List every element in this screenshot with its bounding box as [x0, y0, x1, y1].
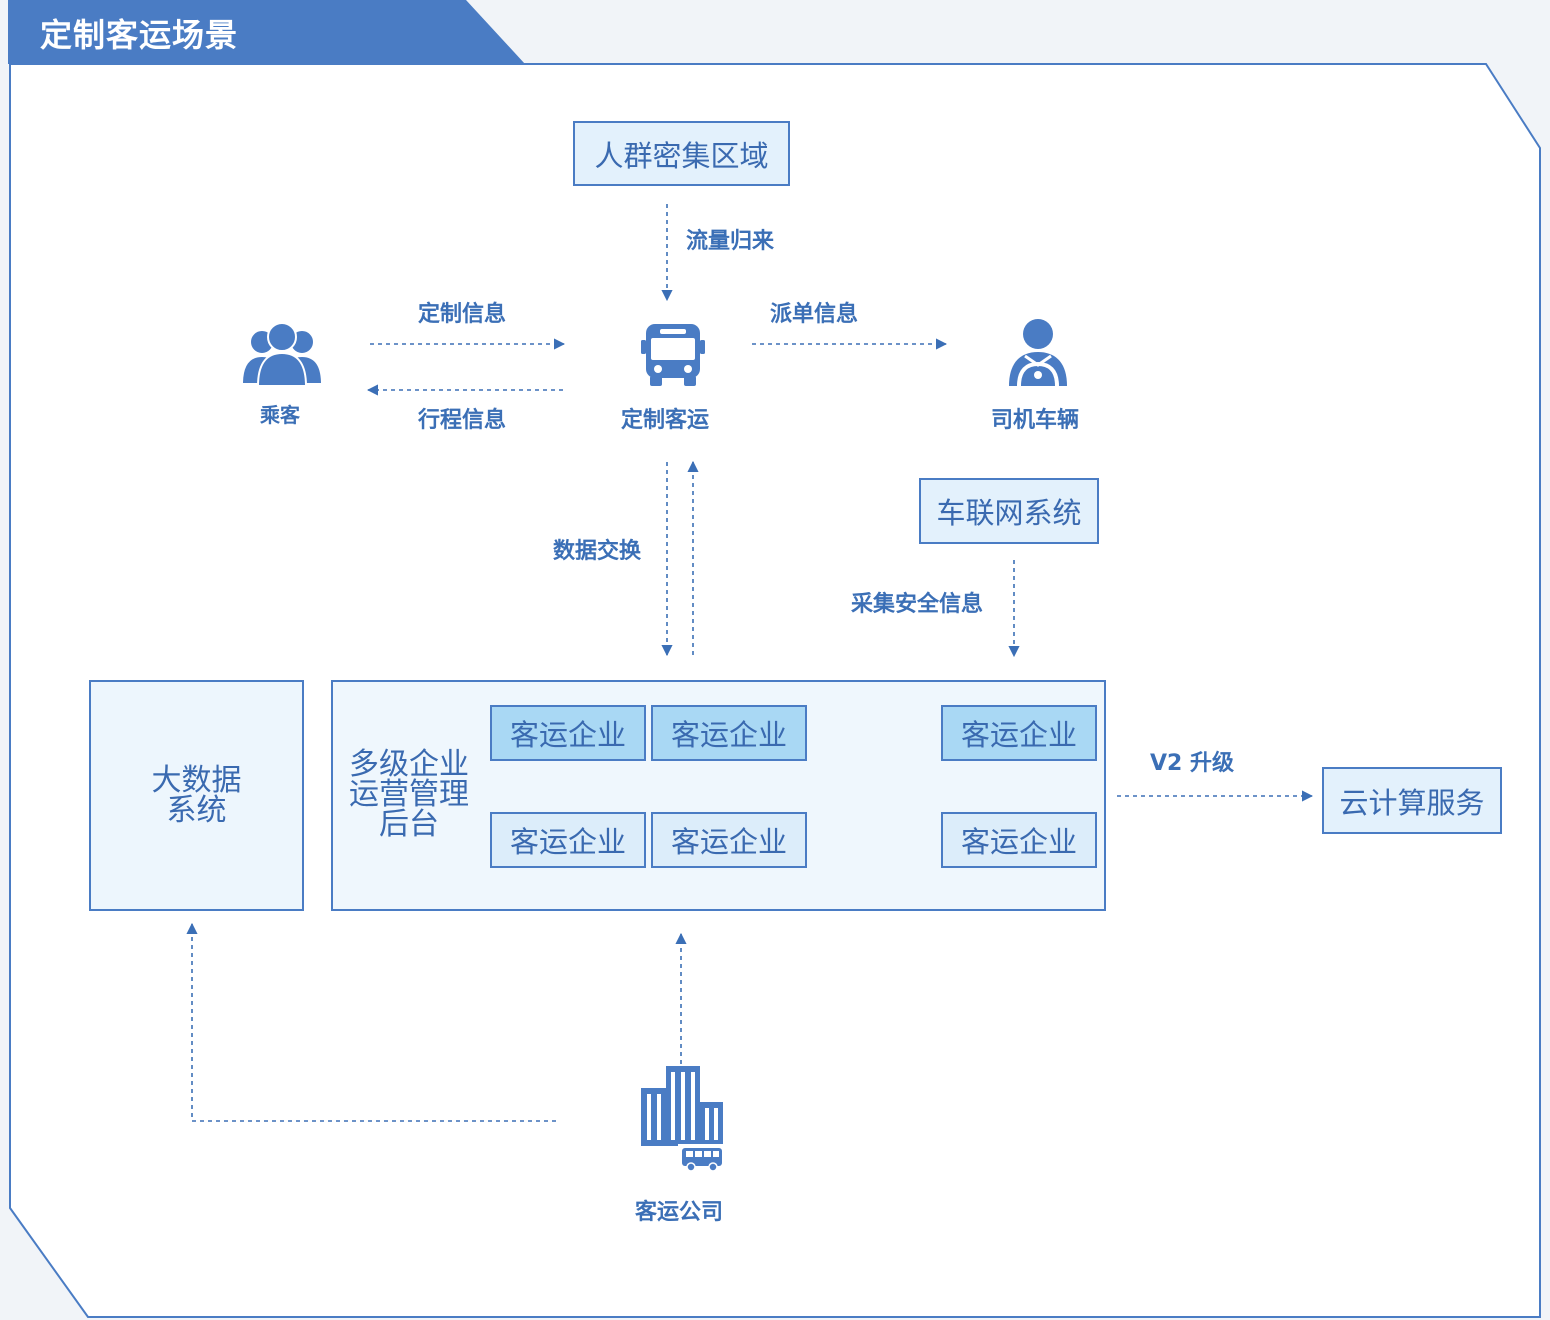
edge-label-data-exchange: 数据交换 [553, 539, 642, 564]
enterprise-box: 客运企业 [651, 812, 807, 868]
enterprise-box: 客运企业 [941, 705, 1097, 761]
driver-icon [1009, 319, 1067, 387]
building-bus-icon [641, 1066, 726, 1172]
enterprise-box: 客运企业 [941, 812, 1097, 868]
cloud-label: 云计算服务 [1339, 785, 1485, 820]
edge-label-trip-info: 行程信息 [418, 408, 507, 433]
page-title: 定制客运场景 [40, 16, 239, 54]
edge-label-custom-info: 定制信息 [418, 302, 507, 327]
bus-icon [641, 324, 705, 386]
title-tab [8, 0, 525, 64]
edge-label-upgrade: V2 升级 [1150, 751, 1234, 776]
arrow-company-bigdata [186, 922, 556, 1122]
people-icon [240, 322, 324, 387]
enterprise-box: 客运企业 [490, 705, 646, 761]
driver-label: 司机车辆 [991, 408, 1080, 433]
iov-system-box: 车联网系统 [919, 478, 1099, 544]
edge-label-traffic-return: 流量归来 [686, 229, 775, 254]
big-data-box: 大数据 系统 [89, 680, 304, 911]
enterprise-box: 客运企业 [490, 812, 646, 868]
crowded-area-label: 人群密集区域 [594, 138, 769, 173]
custom-transit-label: 定制客运 [621, 408, 710, 433]
iov-system-label: 车联网系统 [936, 496, 1082, 530]
cloud-box: 云计算服务 [1322, 767, 1502, 834]
enterprise-box: 客运企业 [651, 705, 807, 761]
backend-label: 多级企业 运营管理 后台 [349, 747, 469, 842]
edge-label-collect-safety: 采集安全信息 [851, 592, 984, 617]
company-label: 客运公司 [635, 1200, 724, 1225]
passenger-label: 乘客 [260, 403, 300, 427]
big-data-label: 大数据 系统 [151, 762, 242, 828]
crowded-area-box: 人群密集区域 [573, 121, 790, 186]
edge-label-dispatch-info: 派单信息 [770, 302, 859, 327]
